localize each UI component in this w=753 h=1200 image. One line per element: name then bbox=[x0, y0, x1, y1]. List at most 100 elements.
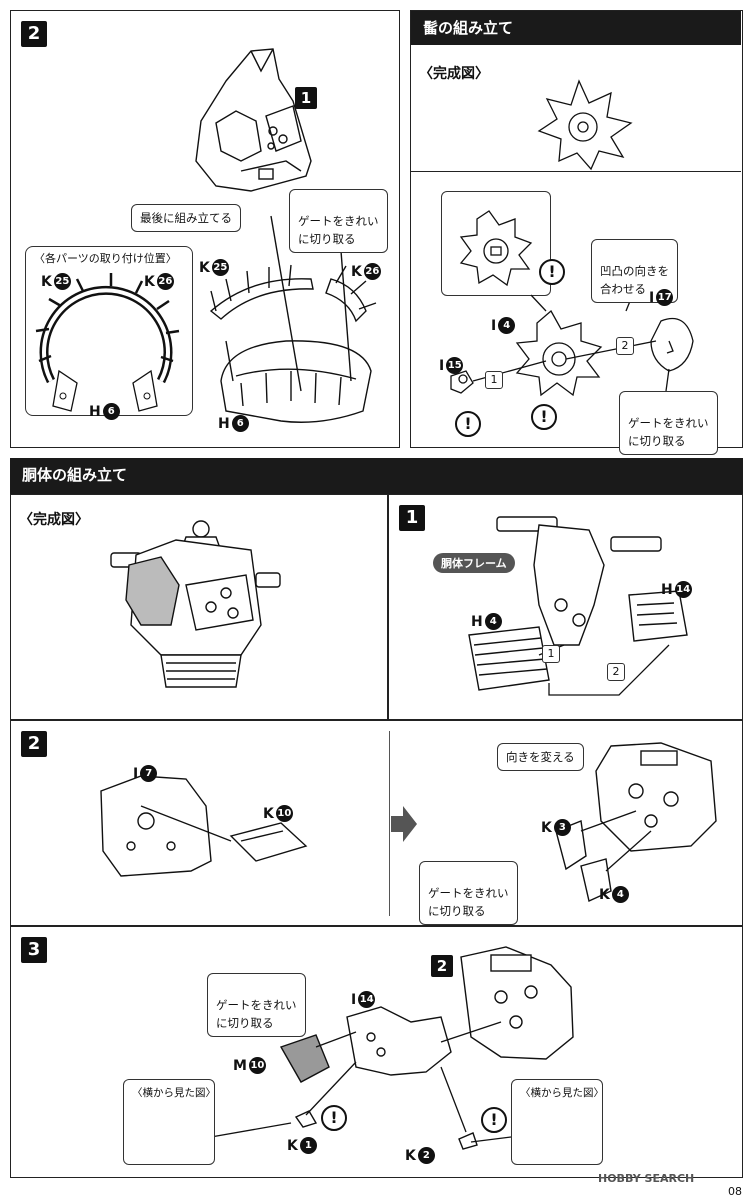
label-h4: H 4 bbox=[471, 613, 502, 630]
label-i14: I 14 bbox=[351, 991, 376, 1008]
order-marker-1: 1 bbox=[485, 371, 503, 389]
panel-top-right-topknot: 髷の組み立て 〈完成図〉 ! ! ! 凹凸の向きを bbox=[410, 10, 743, 455]
panel-body-step1: 1 胴体フレーム 1 2 H 4 H 14 bbox=[388, 494, 743, 720]
label-letter: H bbox=[471, 613, 483, 630]
label-badge: 1 bbox=[299, 1137, 317, 1154]
callout-turn-direction-text: 向きを変える bbox=[506, 750, 575, 764]
step-number: 3 bbox=[21, 937, 47, 963]
label-badge: 25 bbox=[53, 273, 71, 290]
sub-step-number: 2 bbox=[431, 955, 453, 977]
label-i17: I 17 bbox=[649, 289, 674, 306]
side-view-box-right: 〈横から見た図〉 bbox=[511, 1079, 604, 1165]
torso-complete-illustration bbox=[110, 520, 281, 688]
label-k1: K 1 bbox=[287, 1137, 317, 1154]
label-letter: K bbox=[263, 805, 274, 822]
watermark: HOBBY SEARCH bbox=[598, 1172, 695, 1185]
label-letter: M bbox=[233, 1057, 247, 1074]
callout-turn-direction: 向きを変える bbox=[497, 743, 584, 771]
label-letter: H bbox=[218, 415, 230, 432]
label-h14: H 14 bbox=[661, 581, 692, 598]
callout-assemble-last: 最後に組み立てる bbox=[131, 204, 241, 232]
label-badge: 4 bbox=[498, 317, 516, 334]
step2-illustration bbox=[100, 742, 717, 902]
caution-icon: ! bbox=[455, 411, 481, 437]
label-badge: 6 bbox=[231, 415, 249, 432]
torso-frame-illustration bbox=[468, 516, 688, 696]
label-letter: K bbox=[541, 819, 552, 836]
label-k26-part: K 26 bbox=[351, 263, 381, 280]
callout-cut-gate: ゲートをきれい に切り取る bbox=[419, 861, 518, 925]
callout-cut-gate: ゲートをきれい に切り取る bbox=[207, 973, 306, 1037]
label-badge: 7 bbox=[140, 765, 158, 782]
label-letter: K bbox=[199, 259, 210, 276]
ring-diagram-illustration bbox=[35, 273, 180, 412]
label-k4: K 4 bbox=[599, 886, 629, 903]
caution-icon: ! bbox=[539, 259, 565, 285]
step-number: 2 bbox=[21, 21, 47, 47]
label-badge: 4 bbox=[611, 886, 629, 903]
sub-step-number: 1 bbox=[295, 87, 317, 109]
caution-icon: ! bbox=[321, 1105, 347, 1131]
label-k10: K 10 bbox=[263, 805, 293, 822]
callout-cut-gate-text: ゲートをきれい に切り取る bbox=[428, 886, 509, 918]
label-letter: H bbox=[661, 581, 673, 598]
divider bbox=[411, 171, 741, 172]
label-badge: 3 bbox=[553, 819, 571, 836]
caution-icon: ! bbox=[481, 1107, 507, 1133]
label-badge: 4 bbox=[484, 613, 502, 630]
caution-icon: ! bbox=[531, 404, 557, 430]
head-dome-illustration bbox=[195, 48, 377, 423]
topknot-complete-illustration bbox=[537, 79, 633, 171]
callout-cut-gate: ゲートをきれい に切り取る bbox=[289, 189, 388, 253]
side-view-label: 〈横から見た図〉 bbox=[132, 1087, 216, 1099]
label-i7: I 7 bbox=[133, 765, 158, 782]
label-k25-inset: K 25 bbox=[41, 273, 71, 290]
order-marker-2: 2 bbox=[616, 337, 634, 355]
label-badge: 6 bbox=[102, 403, 120, 420]
label-letter: K bbox=[599, 886, 610, 903]
label-letter: I bbox=[133, 765, 139, 782]
label-badge: 25 bbox=[211, 259, 229, 276]
label-badge: 15 bbox=[446, 357, 464, 374]
label-letter: K bbox=[405, 1147, 416, 1164]
frame-label-pill: 胴体フレーム bbox=[433, 553, 515, 573]
panel-body-step2: 2 I 7 K 10 K 3 K 4 bbox=[10, 720, 743, 926]
label-badge: 26 bbox=[156, 273, 174, 290]
callout-cut-gate: ゲートをきれい に切り取る bbox=[619, 391, 718, 455]
callout-cut-gate-text: ゲートをきれい に切り取る bbox=[216, 998, 297, 1030]
label-badge: 14 bbox=[358, 991, 376, 1008]
divider-vertical bbox=[389, 731, 390, 916]
label-badge: 26 bbox=[363, 263, 381, 280]
side-view-label: 〈横から見た図〉 bbox=[520, 1087, 604, 1099]
label-letter: K bbox=[41, 273, 52, 290]
panel-top-left-step2: 2 1 最後に組み立てる bbox=[10, 10, 400, 448]
step-number: 1 bbox=[399, 505, 425, 531]
label-k3: K 3 bbox=[541, 819, 571, 836]
panel-body-step3: 3 2 ! ! ! ! ゲートをきれい に切り取る 〈横から見た図〉 bbox=[10, 926, 743, 1178]
callout-assemble-last-text: 最後に組み立てる bbox=[140, 211, 232, 225]
label-letter: I bbox=[439, 357, 445, 374]
complete-label-body: 〈完成図〉 bbox=[19, 512, 89, 528]
topknot-assembly-illustration bbox=[450, 210, 694, 397]
side-view-box-left: 〈横から見た図〉 bbox=[123, 1079, 216, 1165]
label-h6-inset: H 6 bbox=[89, 403, 120, 420]
label-letter: K bbox=[287, 1137, 298, 1154]
callout-align-notch-text: 凹凸の向きを 合わせる bbox=[600, 264, 669, 296]
callout-cut-gate-text: ゲートをきれい に切り取る bbox=[628, 416, 709, 448]
label-badge: 10 bbox=[248, 1057, 266, 1074]
label-badge: 14 bbox=[674, 581, 692, 598]
label-i4: I 4 bbox=[491, 317, 516, 334]
label-i15: I 15 bbox=[439, 357, 464, 374]
step3-illustration bbox=[155, 946, 574, 1150]
section-header-body: 胴体の組み立て bbox=[10, 458, 743, 494]
step-number: 2 bbox=[21, 731, 47, 757]
label-badge: 10 bbox=[275, 805, 293, 822]
label-m10: M 10 bbox=[233, 1057, 266, 1074]
label-badge: 2 bbox=[417, 1147, 435, 1164]
label-letter: K bbox=[351, 263, 362, 280]
complete-label-topknot: 〈完成図〉 bbox=[419, 66, 489, 82]
section-header-topknot: 髷の組み立て bbox=[411, 11, 741, 45]
order-marker-2: 2 bbox=[607, 663, 625, 681]
label-k2: K 2 bbox=[405, 1147, 435, 1164]
panel-body-complete: 〈完成図〉 bbox=[10, 494, 388, 720]
